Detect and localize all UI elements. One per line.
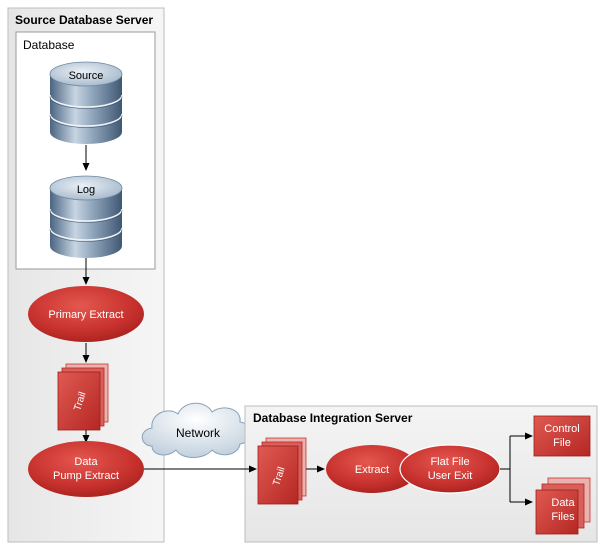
primary-extract-node: Primary Extract	[28, 286, 144, 342]
data-pump-extract-node: Data Pump Extract	[28, 441, 144, 497]
extract-node: Extract	[326, 445, 418, 493]
data-pump-label-line2: Pump Extract	[53, 470, 119, 482]
extract-label: Extract	[355, 464, 389, 476]
output-connectors	[500, 432, 533, 506]
source-server-title: Source Database Server	[15, 13, 153, 27]
log-db-label: Log	[77, 184, 95, 196]
integration-server-title: Database Integration Server	[253, 411, 413, 425]
log-database-icon: Log	[49, 175, 123, 258]
control-file-label-line2: File	[553, 437, 571, 449]
source-trail-icon: Trail	[57, 363, 109, 431]
flat-file-label-line1: Flat File	[430, 456, 469, 468]
data-pump-label-line1: Data	[74, 456, 98, 468]
control-file-node: Control File	[533, 415, 591, 457]
data-files-node: Data Files	[535, 477, 591, 535]
data-files-label-line2: Files	[551, 511, 575, 523]
target-trail-icon: Trail	[257, 437, 307, 505]
network-cloud-icon: Network	[141, 402, 251, 458]
source-database-icon: Source	[49, 61, 123, 144]
source-db-label: Source	[69, 70, 104, 82]
data-files-label-line1: Data	[551, 497, 575, 509]
primary-extract-label: Primary Extract	[48, 309, 123, 321]
flat-file-user-exit-node: Flat File User Exit	[399, 444, 501, 494]
control-file-label-line1: Control	[544, 423, 579, 435]
database-box-title: Database	[23, 38, 75, 52]
flat-file-label-line2: User Exit	[428, 470, 473, 482]
network-label: Network	[176, 426, 221, 440]
